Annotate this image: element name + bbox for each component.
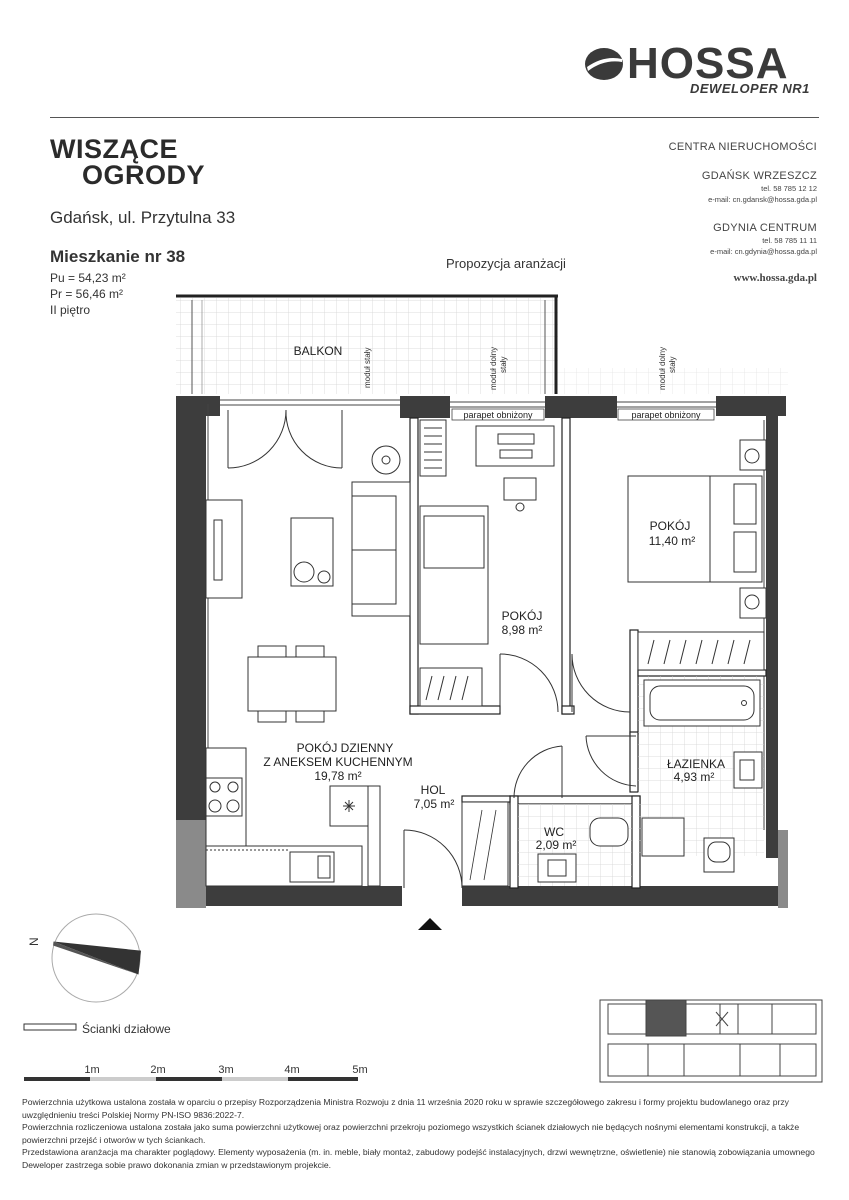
- footer-note-2: Powierzchnia rozliczeniowa ustalona zost…: [22, 1122, 800, 1145]
- footer-notes: Powierzchnia użytkowa ustalona została w…: [22, 1096, 828, 1171]
- bedroom-area: 11,40 m²: [649, 534, 695, 548]
- building-key-plan: [599, 999, 823, 1083]
- brand-name: HOSSA: [627, 39, 789, 88]
- small-room-door: [499, 653, 559, 713]
- usable-area: Pu = 54,23 m²: [50, 271, 126, 285]
- exterior-walls: [176, 396, 788, 908]
- module-label-3b: stały: [668, 357, 677, 373]
- module-label-2a: moduł dolny: [489, 347, 498, 390]
- small-room-name: POKÓJ: [502, 608, 543, 623]
- entrance-arrow-icon: [418, 918, 442, 930]
- coffee-table: [290, 517, 334, 587]
- website-link[interactable]: www.hossa.gda.pl: [733, 272, 817, 284]
- office2-email[interactable]: e-mail: cn.gdynia@hossa.gda.pl: [710, 247, 817, 256]
- small-room-furniture: [419, 419, 555, 707]
- scale-label-1: 1m: [84, 1064, 99, 1076]
- scale-bar: [24, 1077, 358, 1081]
- interior-walls: [409, 417, 767, 889]
- hossa-logo-mark-icon: [585, 48, 623, 80]
- floor-label: II piętro: [50, 303, 91, 317]
- contact-heading: CENTRA NIERUCHOMOŚCI: [668, 141, 817, 153]
- living-room-area: 19,78 m²: [314, 769, 361, 783]
- module-label-3a: moduł dolny: [658, 347, 667, 390]
- bedroom-furniture: [627, 439, 767, 671]
- scale-label-3: 3m: [218, 1064, 233, 1076]
- scale-label-5: 5m: [352, 1064, 367, 1076]
- module-label-2b: stały: [499, 357, 508, 373]
- bathroom-name: ŁAZIENKA: [667, 757, 725, 771]
- project-address: Gdańsk, ul. Przytulna 33: [50, 208, 236, 227]
- proposal-label: Propozycja aranżacji: [446, 256, 566, 271]
- wc-area: 2,09 m²: [536, 838, 577, 852]
- footer-note-1: Powierzchnia użytkowa ustalona została w…: [22, 1097, 789, 1120]
- wc-fixtures: [537, 817, 629, 883]
- project-title: WISZĄCE OGRODY: [50, 134, 206, 190]
- balcony-label: BALKON: [294, 344, 343, 358]
- footer-note-3: Przedstawiona aranżacja ma charakter pog…: [22, 1147, 815, 1170]
- scale-label-2: 2m: [150, 1064, 165, 1076]
- brand-tagline: DEWELOPER NR1: [690, 81, 810, 96]
- sofa: [351, 481, 411, 617]
- office2-name: GDYNIA CENTRUM: [713, 222, 817, 234]
- extractor-icon: [343, 800, 355, 812]
- settlement-area: Pr = 56,46 m²: [50, 287, 124, 301]
- parapet-label-1: parapet obniżony: [463, 410, 533, 420]
- office1-tel: tel. 58 785 12 12: [761, 184, 817, 193]
- plant-icon: [371, 445, 401, 475]
- bathroom-fixtures: [641, 679, 763, 873]
- project-title-line2: OGRODY: [82, 160, 206, 190]
- project-title-line1: WISZĄCE: [50, 134, 178, 164]
- legend-label: Ścianki działowe: [82, 1022, 171, 1036]
- scale-label-4: 4m: [284, 1064, 299, 1076]
- hall-name: HOL: [421, 783, 446, 797]
- apartment-stats: Pu = 54,23 m² Pr = 56,46 m² II piętro: [50, 270, 126, 318]
- hall-area: 7,05 m²: [414, 797, 455, 811]
- compass-north-label: N: [27, 937, 41, 946]
- header-divider: [50, 117, 819, 118]
- parapet-label-2: parapet obniżony: [631, 410, 701, 420]
- living-room-name-1: POKÓJ DZIENNY: [297, 740, 394, 755]
- tv-unit: [205, 499, 243, 599]
- entrance-door: [403, 829, 463, 889]
- hall-wardrobe: [461, 801, 509, 887]
- wc-name: WC: [544, 825, 564, 839]
- office1-email[interactable]: e-mail: cn.gdansk@hossa.gda.pl: [708, 195, 817, 204]
- bathroom-area: 4,93 m²: [674, 770, 715, 784]
- module-label-1: moduł stały: [363, 348, 372, 388]
- dining-table: [247, 645, 337, 723]
- apartment-label: Mieszkanie nr 38: [50, 247, 186, 266]
- small-room-area: 8,98 m²: [502, 623, 543, 637]
- office1-name: GDAŃSK WRZESZCZ: [701, 170, 817, 182]
- hall-door: [513, 745, 563, 799]
- living-room-name-2: Z ANEKSEM KUCHENNYM: [263, 755, 412, 769]
- compass-icon: [51, 913, 142, 1003]
- balcony-doors: [227, 409, 343, 469]
- bedroom-name: POKÓJ: [650, 518, 691, 533]
- office2-tel: tel. 58 785 11 11: [762, 236, 817, 245]
- partition-wall-legend-icon: [23, 1023, 77, 1031]
- bathroom-door: [585, 735, 637, 787]
- balcony: [176, 294, 788, 394]
- bedroom-door: [571, 653, 631, 713]
- kitchen-counter: [205, 747, 381, 887]
